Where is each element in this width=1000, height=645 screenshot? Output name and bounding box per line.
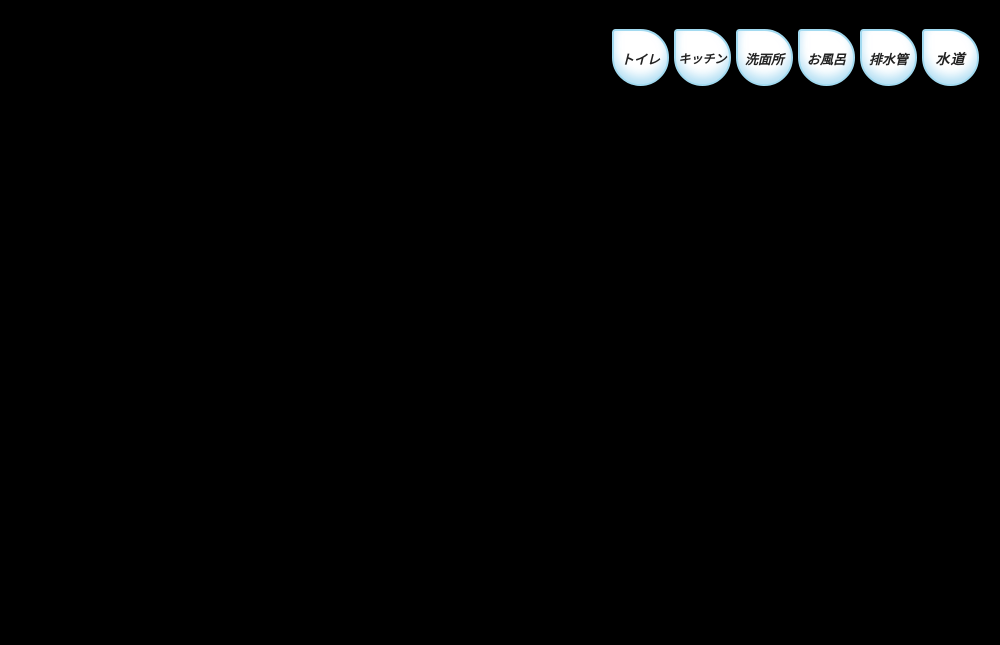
- badge-washroom-label: 洗面所: [744, 52, 784, 67]
- badge-washroom[interactable]: 洗面所: [736, 29, 793, 86]
- category-badge-nav: トイレ キッチン 洗面所 お風呂 排水管 水道: [612, 29, 979, 86]
- badge-drain-pipe-label: 排水管: [868, 52, 908, 67]
- badge-toilet[interactable]: トイレ: [612, 29, 669, 86]
- badge-water-supply-label: 水道: [935, 50, 966, 67]
- badge-drain-pipe[interactable]: 排水管: [860, 29, 917, 86]
- badge-kitchen-label: キッチン: [678, 52, 727, 66]
- badge-bath[interactable]: お風呂: [798, 29, 855, 86]
- badge-toilet-label: トイレ: [620, 52, 660, 67]
- badge-water-supply[interactable]: 水道: [922, 29, 979, 86]
- badge-kitchen[interactable]: キッチン: [674, 29, 731, 86]
- badge-bath-label: お風呂: [806, 52, 846, 67]
